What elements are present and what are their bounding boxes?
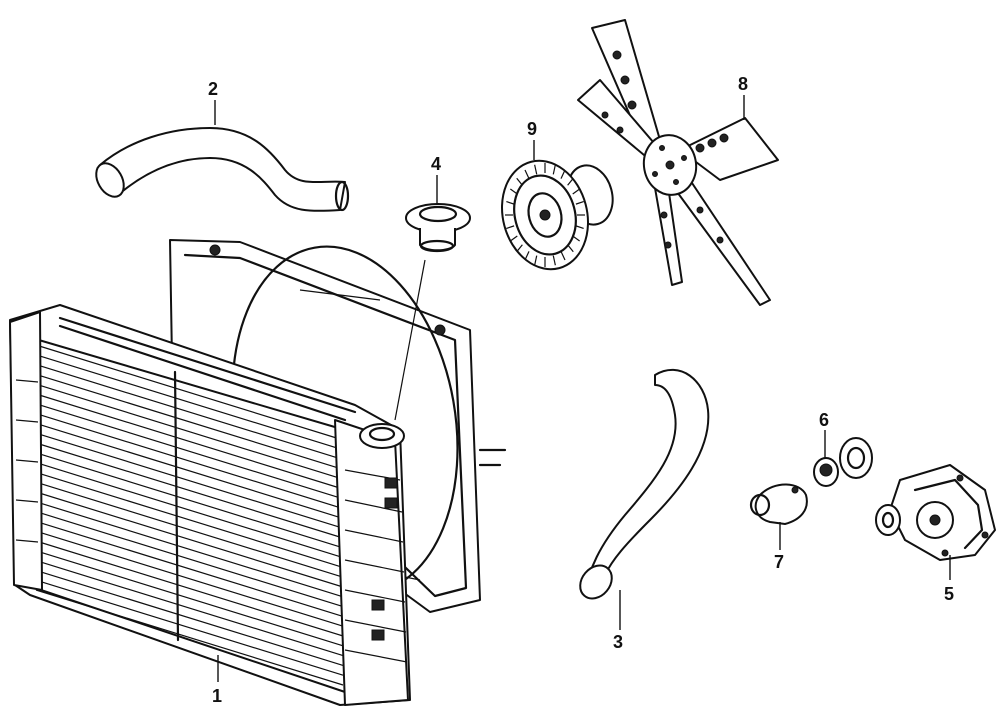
radiator-fin — [35, 344, 344, 441]
callout-1: 1 — [212, 686, 222, 706]
radiator-cap — [405, 203, 471, 253]
radiator-fin — [35, 403, 344, 500]
callout-2: 2 — [208, 79, 218, 99]
thermostat-housing — [749, 483, 808, 525]
radiator-fin — [35, 383, 344, 480]
callout-7: 7 — [774, 552, 784, 572]
clutch-rib — [560, 251, 566, 261]
clutch-rib — [510, 235, 518, 242]
radiator-fin — [35, 530, 344, 627]
clutch-rib — [510, 188, 518, 195]
radiator-fin — [35, 452, 344, 549]
radiator-fin — [35, 471, 344, 568]
radiator-fin — [35, 511, 344, 608]
clutch-rib — [516, 177, 523, 186]
callout-9: 9 — [527, 119, 537, 139]
radiator-fin — [35, 442, 344, 539]
radiator-fin — [35, 579, 344, 676]
clutch-rib — [572, 188, 580, 195]
radiator-fin — [35, 550, 344, 647]
callout-4: 4 — [431, 154, 441, 174]
clutch-rib — [524, 251, 530, 261]
radiator-fin — [35, 491, 344, 588]
callout-3: 3 — [613, 632, 623, 652]
clutch-rib — [516, 244, 523, 253]
fan-clutch — [501, 159, 614, 271]
radiator-fin — [35, 520, 344, 617]
radiator-fin — [35, 569, 344, 666]
clutch-rib — [567, 177, 574, 186]
clutch-rib — [524, 169, 530, 179]
clutch-rib — [572, 235, 580, 242]
radiator — [9, 304, 411, 706]
lower-radiator-hose — [579, 369, 710, 600]
clutch-rib — [575, 225, 584, 230]
radiator-fin — [35, 354, 344, 451]
radiator-fin — [35, 432, 344, 529]
radiator-fin — [35, 393, 344, 490]
clutch-rib — [567, 244, 574, 253]
clutch-rib — [552, 255, 556, 266]
callout-5: 5 — [944, 584, 954, 604]
radiator-fin — [35, 481, 344, 578]
clutch-rib — [552, 164, 556, 175]
water-pump — [875, 464, 996, 561]
radiator-fin — [35, 364, 344, 461]
clutch-rib — [534, 164, 538, 175]
upper-radiator-hose — [95, 127, 350, 212]
clutch-rib — [575, 200, 584, 205]
callout-8: 8 — [738, 74, 748, 94]
clutch-rib — [560, 169, 566, 179]
radiator-fin — [35, 422, 344, 519]
radiator-fin — [35, 560, 344, 657]
leader-lines — [214, 95, 951, 682]
clutch-rib — [506, 200, 515, 205]
clutch-rib — [534, 255, 538, 266]
radiator-fin — [35, 413, 344, 510]
callouts: 1 2 3 4 5 6 7 8 9 — [208, 74, 954, 706]
thermostat — [813, 437, 873, 487]
radiator-fin — [35, 589, 344, 686]
radiator-fin — [35, 373, 344, 470]
radiator-fin — [35, 462, 344, 559]
radiator-fin — [35, 501, 344, 598]
callout-6: 6 — [819, 410, 829, 430]
fan-blade — [577, 19, 779, 306]
radiator-fin — [35, 540, 344, 637]
clutch-rib — [506, 225, 515, 230]
